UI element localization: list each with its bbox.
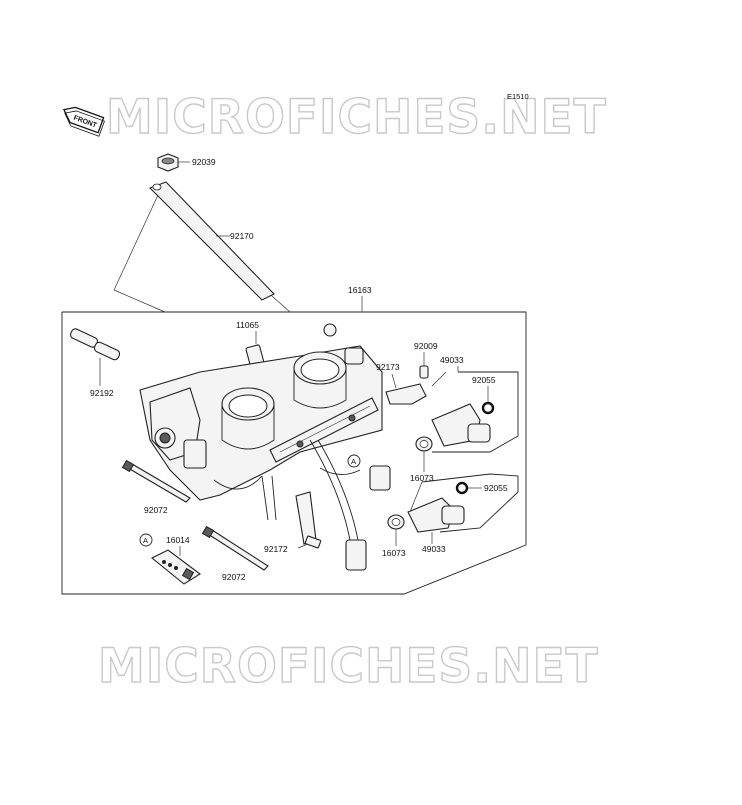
cable-tie-92072-bottom bbox=[201, 525, 269, 571]
hose-92192 bbox=[69, 328, 121, 361]
injector-group-bottom bbox=[407, 473, 519, 533]
label-16163: 16163 bbox=[348, 285, 372, 295]
leader-strap-left-b bbox=[113, 289, 166, 313]
strap-92170 bbox=[149, 181, 275, 301]
label-16073-top: 16073 bbox=[410, 473, 434, 483]
label-92192: 92192 bbox=[90, 388, 114, 398]
label-92039: 92039 bbox=[192, 157, 216, 167]
callout-a-kit-label: A bbox=[143, 536, 148, 545]
injector-group-top bbox=[431, 366, 519, 453]
kit-16014 bbox=[150, 549, 201, 585]
nut-92039 bbox=[157, 153, 179, 172]
label-92170: 92170 bbox=[230, 231, 254, 241]
label-11065: 11065 bbox=[236, 320, 259, 330]
assembly-boundary bbox=[61, 311, 527, 595]
label-49033-top: 49033 bbox=[440, 355, 464, 365]
label-92055-top: 92055 bbox=[472, 375, 496, 385]
watermark-bottom: MICROFICHES.NET bbox=[98, 639, 599, 694]
label-92172: 92172 bbox=[264, 544, 288, 554]
seal-16073-bottom bbox=[387, 514, 405, 530]
label-92055-bottom: 92055 bbox=[484, 483, 508, 493]
diagram-code: E1510 bbox=[507, 92, 529, 101]
label-92072-bottom: 92072 bbox=[222, 572, 246, 582]
callout-a-kit: A bbox=[139, 533, 153, 547]
label-16014: 16014 bbox=[166, 535, 190, 545]
leader-92172 bbox=[297, 543, 309, 549]
cable-tie-92072-left bbox=[121, 459, 191, 503]
leader-strap-left bbox=[113, 194, 159, 291]
label-92009: 92009 bbox=[414, 341, 438, 351]
screw-92009 bbox=[419, 365, 429, 379]
label-92173: 92173 bbox=[376, 362, 400, 372]
seal-16073-top bbox=[415, 436, 433, 452]
throttle-body-assembly bbox=[139, 323, 391, 571]
callout-a-connector: A bbox=[347, 454, 361, 468]
bolt-92172 bbox=[304, 535, 322, 549]
callout-a-label: A bbox=[351, 457, 356, 466]
leader-92173 bbox=[391, 373, 397, 389]
watermark-top: MICROFICHES.NET bbox=[106, 90, 607, 145]
label-16073-bottom: 16073 bbox=[382, 548, 406, 558]
label-92072-left: 92072 bbox=[144, 505, 168, 515]
clamp-92173 bbox=[385, 383, 427, 405]
label-49033-bottom: 49033 bbox=[422, 544, 446, 554]
front-arrow-icon: FRONT bbox=[63, 106, 105, 137]
